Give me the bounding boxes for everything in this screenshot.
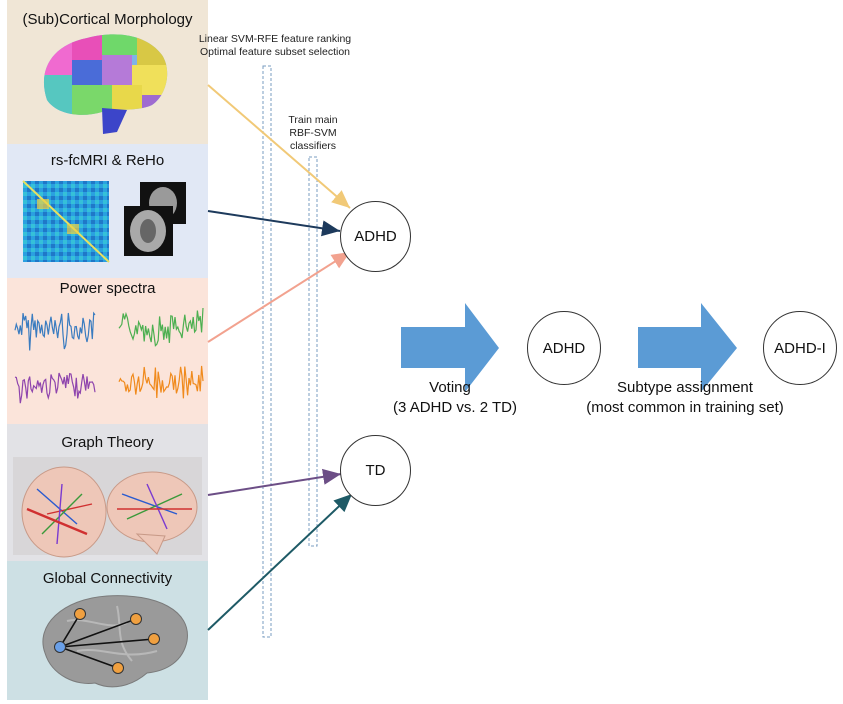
voting-arrow	[401, 303, 499, 392]
training-stage-box	[308, 156, 318, 547]
panel-global-connectivity: Global Connectivity	[7, 561, 208, 700]
ranking-label-line2: Optimal feature subset selection	[200, 46, 350, 58]
arrow-graph-theory	[207, 468, 342, 496]
voting-caption-line2: (3 ADHD vs. 2 TD)	[393, 399, 517, 416]
connectivity-matrix-icon	[22, 180, 186, 263]
arrow-global-connectivity	[207, 493, 353, 631]
panel-title: (Sub)Cortical Morphology	[22, 11, 193, 28]
train-label-line1: Train main	[288, 114, 338, 126]
panel-title: Power spectra	[59, 280, 156, 297]
train-label-line3: classifiers	[289, 140, 337, 152]
panel-power-spectra: Power spectra	[7, 278, 208, 424]
panel-rs-fcmri-reho: rs-fcMRI & ReHo	[7, 144, 208, 278]
panel-cortical-morphology: (Sub)Cortical Morphology	[7, 0, 208, 144]
train-label-line2: RBF-SVM	[289, 127, 337, 139]
node-adhd-vote: ADHD	[527, 311, 601, 385]
node-td-classifier: TD	[340, 435, 411, 506]
panel-title: rs-fcMRI & ReHo	[50, 152, 165, 169]
arrow-fcmri	[207, 210, 341, 237]
arrow-power-spectra	[207, 251, 351, 343]
ranking-label-line1: Linear SVM-RFE feature ranking	[198, 33, 352, 45]
node-adhd-classifier: ADHD	[340, 201, 411, 272]
graph-brain-icon	[13, 457, 202, 558]
power-spectra-plots	[14, 307, 204, 404]
subtype-caption-line2: (most common in training set)	[586, 399, 784, 416]
panel-title: Global Connectivity	[42, 570, 173, 587]
ranking-stage-box	[262, 65, 272, 638]
voting-caption-line1: Voting	[429, 379, 471, 396]
panel-title: Graph Theory	[61, 434, 154, 451]
arrow-morphology	[207, 84, 351, 209]
node-adhd-i: ADHD-I	[763, 311, 837, 385]
connectivity-brain-icon	[42, 595, 188, 688]
brain-surface-icon	[43, 34, 168, 134]
subtype-arrow	[638, 303, 737, 392]
subtype-caption-line1: Subtype assignment	[617, 379, 753, 396]
panel-graph-theory: Graph Theory	[7, 424, 208, 561]
